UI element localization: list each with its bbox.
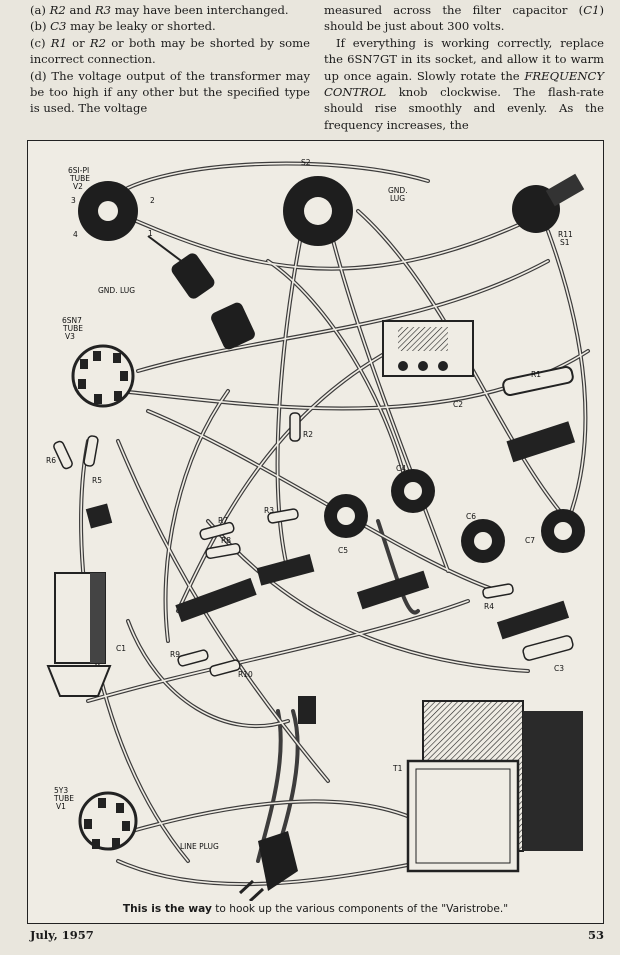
svg-text:R4: R4 [484, 602, 494, 611]
svg-text:C7: C7 [525, 536, 535, 545]
svg-text:R7: R7 [218, 516, 228, 525]
svg-text:R6: R6 [46, 456, 56, 465]
svg-text:S2: S2 [301, 158, 311, 167]
wiring-diagram: 6SI-PI TUBE V2 3 2 4 1 S2 GND. LUG R11 S… [27, 140, 604, 924]
line-plug [238, 831, 298, 901]
svg-text:4: 4 [73, 230, 78, 239]
svg-text:R8: R8 [221, 536, 231, 545]
right-column: measured across the filter capacitor (C1… [324, 2, 604, 132]
capacitor-c4 [391, 469, 435, 513]
svg-text:V1: V1 [56, 802, 66, 811]
svg-text:R5: R5 [92, 476, 102, 485]
svg-text:5Y3: 5Y3 [54, 786, 68, 795]
svg-text:V2: V2 [73, 182, 83, 191]
svg-text:1: 1 [148, 229, 153, 238]
svg-text:TUBE: TUBE [62, 324, 83, 333]
svg-text:R2: R2 [303, 430, 313, 439]
svg-text:2: 2 [150, 196, 155, 205]
svg-text:C3: C3 [554, 664, 564, 673]
capacitor-c7 [541, 509, 585, 553]
svg-text:R1: R1 [531, 370, 541, 379]
tube-v1-socket [78, 791, 138, 851]
small-resistors [53, 412, 574, 677]
svg-text:C2: C2 [453, 400, 463, 409]
capacitor-c1 [46, 572, 112, 697]
capacitor-c2 [382, 320, 474, 377]
item-d: (d) The voltage output of the transforme… [30, 68, 310, 116]
svg-text:C5: C5 [338, 546, 348, 555]
paragraph-2: If everything is working correctly, repl… [324, 35, 604, 132]
paragraph-1: measured across the filter capacitor (C1… [324, 3, 604, 34]
svg-text:GND. LUG: GND. LUG [98, 286, 135, 295]
capacitor-c5 [324, 494, 368, 538]
svg-text:R9: R9 [170, 650, 180, 659]
svg-text:TUBE: TUBE [53, 794, 74, 803]
item-a: (a) R2 and R3 may have been interchanged… [30, 3, 289, 17]
svg-text:LINE PLUG: LINE PLUG [180, 842, 219, 851]
svg-text:T1: T1 [392, 764, 403, 773]
item-c: (c) R1 or R2 or both may be shorted by s… [30, 35, 310, 67]
svg-text:3: 3 [71, 196, 76, 205]
capacitor-c6 [461, 519, 505, 563]
svg-text:V3: V3 [65, 332, 75, 341]
svg-text:6SN7: 6SN7 [62, 316, 82, 325]
svg-text:R10: R10 [238, 670, 253, 679]
svg-text:C1: C1 [116, 644, 126, 653]
page-number: 53 [588, 928, 605, 942]
tube-v2-socket [78, 181, 215, 299]
wiring-drawing: 6SI-PI TUBE V2 3 2 4 1 S2 GND. LUG R11 S… [46, 158, 590, 901]
svg-text:6SI-PI: 6SI-PI [68, 166, 89, 175]
wire-highlights [80, 162, 589, 885]
footer-date: July, 1957 [30, 928, 94, 942]
body-text: (a) R2 and R3 may have been interchanged… [30, 2, 604, 132]
switch-s2 [283, 176, 353, 246]
svg-text:GND.: GND. [388, 186, 408, 195]
svg-text:C4: C4 [396, 464, 406, 473]
terminal-strips [85, 503, 570, 640]
svg-text:TUBE: TUBE [69, 174, 90, 183]
svg-text:R11: R11 [558, 230, 573, 239]
svg-text:S1: S1 [560, 238, 570, 247]
diagram-labels: 6SI-PI TUBE V2 3 2 4 1 S2 GND. LUG R11 S… [46, 158, 573, 851]
resistor-r1 [502, 366, 576, 463]
transformer-t1 [298, 696, 583, 873]
item-b: (b) C3 may be leaky or shorted. [30, 19, 216, 34]
svg-text:R3: R3 [264, 506, 274, 515]
svg-text:LUG: LUG [390, 194, 405, 203]
svg-text:C6: C6 [466, 512, 476, 521]
figure-caption: This is the way to hook up the various c… [122, 903, 509, 915]
tube-v3-socket [71, 302, 255, 408]
potentiometer-r11 [512, 173, 585, 233]
left-column: (a) R2 and R3 may have been interchanged… [30, 2, 310, 130]
